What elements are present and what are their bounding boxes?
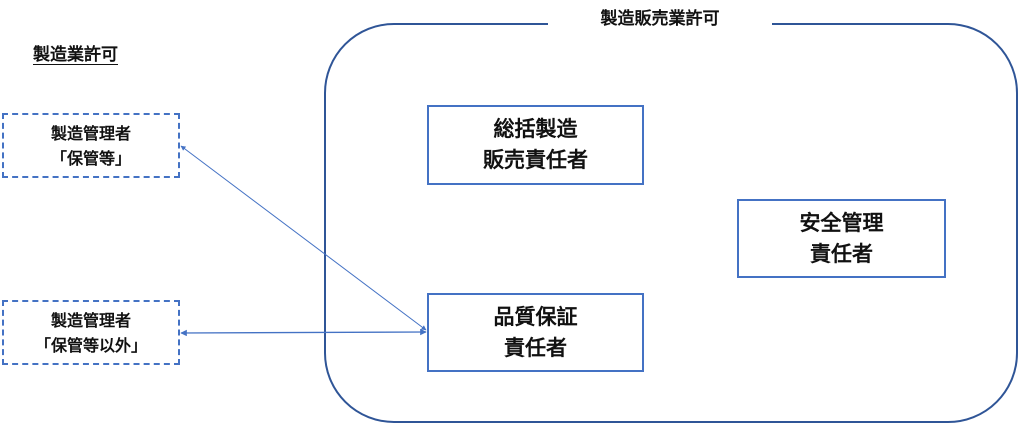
manufacturing-manager-non-storage-box: 製造管理者 「保管等以外」 [2, 300, 180, 365]
box-line: 品質保証 [493, 304, 578, 329]
quality-assurance-manager-box: 品質保証 責任者 [427, 293, 644, 372]
arrow-storage-to-quality [180, 145, 427, 331]
box-line: 「保管等」 [50, 148, 131, 168]
box-line: 製造管理者 [50, 310, 131, 330]
box-line: 責任者 [810, 241, 873, 266]
safety-manager-box: 安全管理 責任者 [737, 199, 946, 278]
box-line: 安全管理 [799, 210, 884, 235]
box-line: 販売責任者 [483, 148, 588, 172]
manufacturing-manager-storage-box: 製造管理者 「保管等」 [2, 113, 180, 178]
box-line: 「保管等以外」 [34, 335, 147, 355]
general-marketing-supervisor-box: 総括製造 販売責任者 [427, 105, 644, 185]
manufacturing-sales-license-label: 製造販売業許可 [548, 6, 772, 32]
box-line: 製造管理者 [50, 123, 131, 143]
box-line: 責任者 [504, 335, 567, 360]
box-line: 総括製造 [493, 117, 578, 141]
manufacturing-license-label: 製造業許可 [33, 45, 118, 65]
arrow-nonstorage-to-quality [180, 328, 427, 337]
